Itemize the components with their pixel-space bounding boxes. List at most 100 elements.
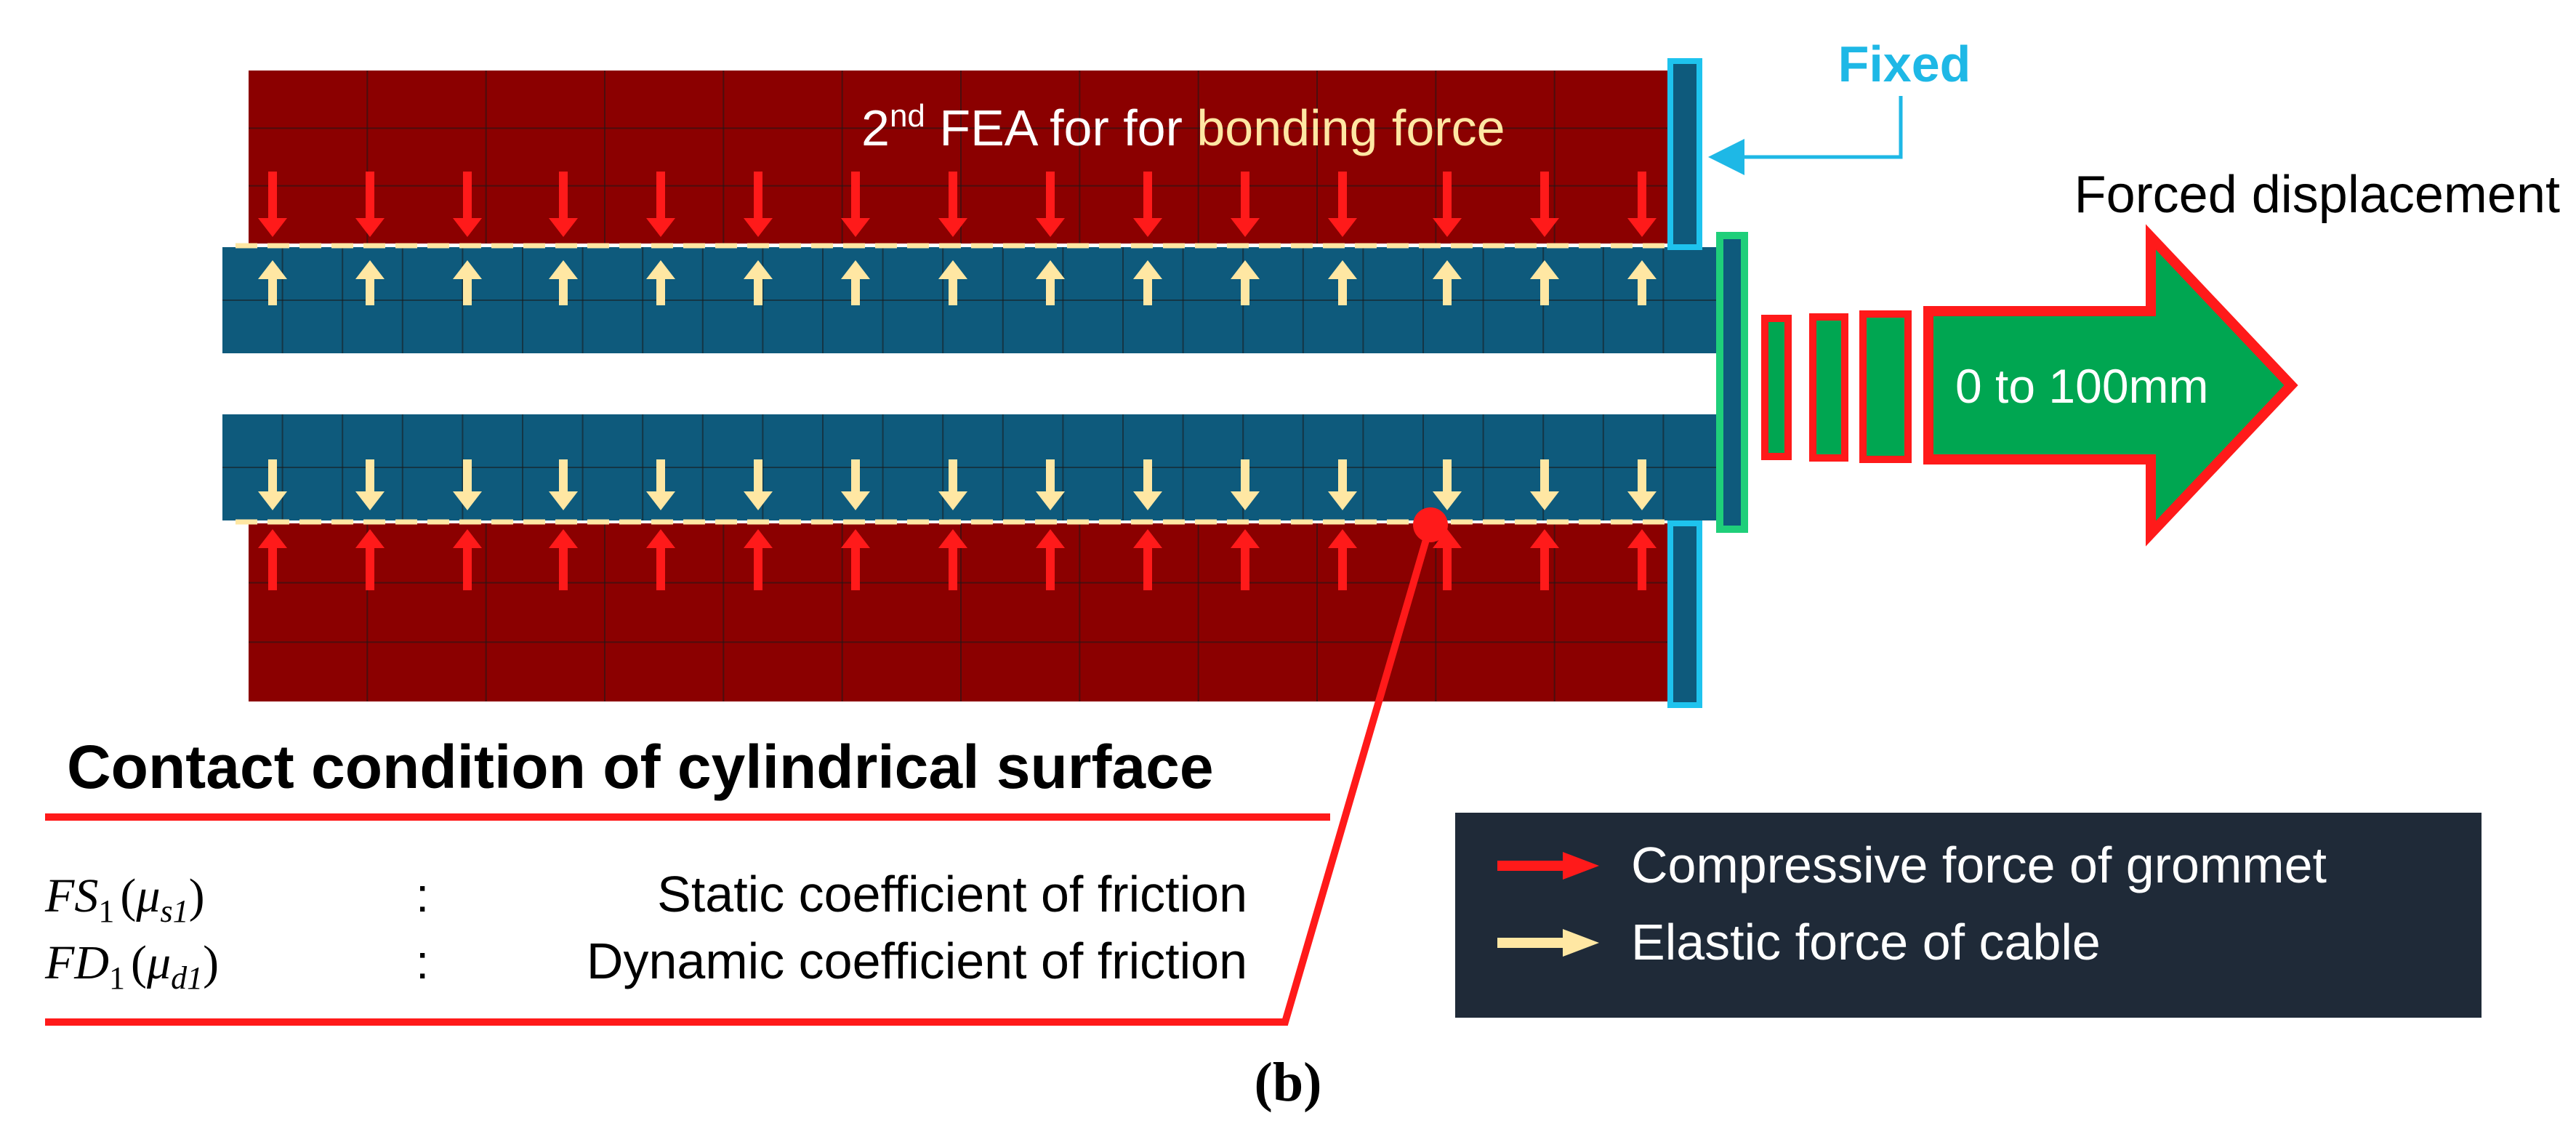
cable-end-plate xyxy=(1716,232,1748,533)
fixed-pointer-line xyxy=(1708,96,1903,175)
compressive-force-arrow xyxy=(646,172,675,237)
elastic-force-arrow xyxy=(841,260,870,305)
elastic-force-arrow xyxy=(549,260,578,305)
elastic-force-arrow xyxy=(1328,260,1357,305)
compressive-force-arrow xyxy=(258,529,287,590)
compressive-force-arrow xyxy=(453,172,482,237)
elastic-force-arrow xyxy=(453,459,482,510)
motion-bar-2 xyxy=(1809,313,1848,462)
bottom-grommet-block xyxy=(249,523,1673,701)
compressive-force-arrow xyxy=(1036,529,1065,590)
compressive-force-arrow xyxy=(453,529,482,590)
legend-label-compressive: Compressive force of grommet xyxy=(1631,837,2327,893)
elastic-force-arrow xyxy=(1530,260,1559,305)
compressive-force-arrow xyxy=(1231,172,1260,237)
compressive-force-arrow xyxy=(744,529,773,590)
compressive-force-arrow xyxy=(549,529,578,590)
elastic-force-arrow xyxy=(1231,459,1260,510)
compressive-force-arrow xyxy=(1627,172,1657,237)
compressive-force-arrow xyxy=(841,529,870,590)
contact-colon: : xyxy=(416,935,429,989)
compressive-force-arrow xyxy=(1036,172,1065,237)
elastic-force-arrow xyxy=(258,260,287,305)
elastic-force-arrow xyxy=(1036,459,1065,510)
figure-caption: (b) xyxy=(1255,1052,1322,1113)
fea-label-superscript: nd xyxy=(890,98,925,134)
elastic-force-arrow xyxy=(549,459,578,510)
compressive-force-arrow xyxy=(744,172,773,237)
compressive-force-arrow xyxy=(355,529,385,590)
forced-displacement-arrow xyxy=(1923,224,2298,547)
elastic-force-arrow xyxy=(355,260,385,305)
contact-pointer-line xyxy=(45,523,1434,1026)
forced-displacement-label: Forced displacement xyxy=(2074,166,2560,224)
elastic-force-arrow xyxy=(938,459,967,510)
motion-bar-1 xyxy=(1761,315,1792,460)
compressive-force-arrow xyxy=(938,172,967,237)
elastic-force-arrow xyxy=(258,459,287,510)
compressive-force-arrow xyxy=(938,529,967,590)
fixed-label: Fixed xyxy=(1838,36,1971,92)
yellow-arrow-icon xyxy=(1497,929,1599,957)
compressive-force-arrow xyxy=(258,172,287,237)
compressive-force-arrow xyxy=(841,172,870,237)
compressive-force-arrow xyxy=(1530,172,1559,237)
legend-label-elastic: Elastic force of cable xyxy=(1631,914,2101,970)
compressive-force-arrow xyxy=(355,172,385,237)
elastic-force-arrow xyxy=(1231,260,1260,305)
elastic-force-arrow xyxy=(1133,459,1162,510)
contact-description: Dynamic coefficient of friction xyxy=(587,933,1247,989)
fea-label-text: FEA for for xyxy=(925,100,1196,156)
fixed-boundary-top xyxy=(1667,58,1702,250)
fea-label: 2nd FEA for for bonding force xyxy=(861,98,1505,156)
motion-bar-3 xyxy=(1859,310,1912,463)
bottom-cable-mesh xyxy=(222,414,1723,520)
fea-label-highlight: bonding force xyxy=(1196,100,1505,156)
compressive-force-arrow xyxy=(1328,172,1357,237)
elastic-force-arrow xyxy=(841,459,870,510)
red-arrow-icon xyxy=(1497,852,1599,880)
contact-point-marker xyxy=(1413,507,1448,542)
elastic-force-arrow xyxy=(646,260,675,305)
displacement-range-label: 0 to 100mm xyxy=(1955,359,2209,413)
elastic-force-arrow xyxy=(1627,260,1657,305)
compressive-force-arrow xyxy=(1530,529,1559,590)
contact-symbol: FD1(μd1) xyxy=(44,936,219,996)
legend-box xyxy=(1455,813,2482,1018)
elastic-force-arrow xyxy=(1433,260,1462,305)
elastic-force-arrow xyxy=(938,260,967,305)
elastic-force-arrow xyxy=(744,459,773,510)
elastic-force-arrow xyxy=(1133,260,1162,305)
elastic-force-arrow xyxy=(646,459,675,510)
compressive-force-arrow xyxy=(1433,529,1462,590)
force-arrows xyxy=(258,172,1657,590)
contact-symbol: FS1(μs1) xyxy=(44,869,205,929)
contact-row-static: FS1(μs1) : Static coefficient of frictio… xyxy=(44,866,1247,929)
contact-row-dynamic: FD1(μd1) : Dynamic coefficient of fricti… xyxy=(44,933,1247,996)
contact-colon: : xyxy=(416,868,429,922)
elastic-force-arrow xyxy=(1627,459,1657,510)
compressive-force-arrow xyxy=(1627,529,1657,590)
legend: Compressive force of grommet Elastic for… xyxy=(1455,813,2482,1018)
fea-label-prefix: 2 xyxy=(861,100,890,156)
compressive-force-arrow xyxy=(646,529,675,590)
elastic-force-arrow xyxy=(1328,459,1357,510)
elastic-force-arrow xyxy=(1530,459,1559,510)
elastic-force-arrow xyxy=(1036,260,1065,305)
contact-title: Contact condition of cylindrical surface xyxy=(67,733,1214,801)
compressive-force-arrow xyxy=(549,172,578,237)
compressive-force-arrow xyxy=(1433,172,1462,237)
compressive-force-arrow xyxy=(1133,172,1162,237)
compressive-force-arrow xyxy=(1328,529,1357,590)
compressive-force-arrow xyxy=(1133,529,1162,590)
elastic-force-arrow xyxy=(453,260,482,305)
top-cable-mesh xyxy=(222,247,1723,353)
fixed-boundary-bottom xyxy=(1667,520,1702,708)
elastic-force-arrow xyxy=(744,260,773,305)
top-grommet-block xyxy=(249,71,1673,244)
contact-description: Static coefficient of friction xyxy=(657,866,1247,922)
compressive-force-arrow xyxy=(1231,529,1260,590)
elastic-force-arrow xyxy=(1433,459,1462,510)
elastic-force-arrow xyxy=(355,459,385,510)
